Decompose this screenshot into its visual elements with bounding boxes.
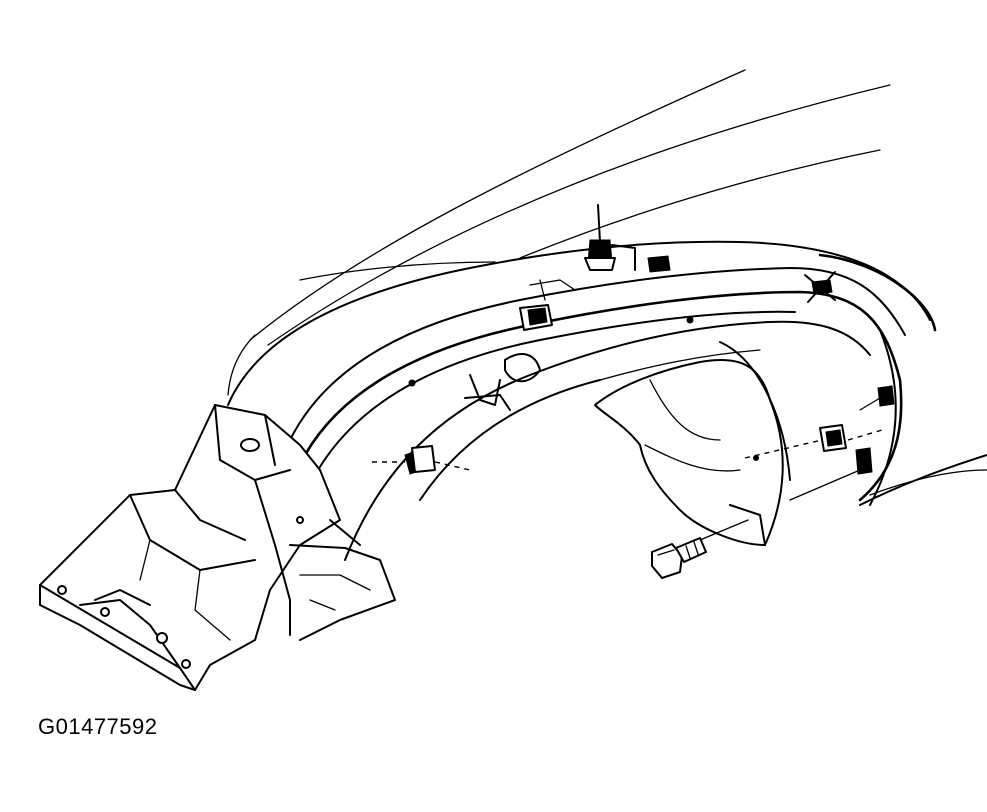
bolt xyxy=(651,537,707,579)
wheelhouse-arches xyxy=(227,240,987,561)
figure-id: G01477592 xyxy=(38,714,158,739)
splash-shield xyxy=(594,341,791,546)
retainer-clips xyxy=(404,204,895,475)
front-support-bracket xyxy=(39,334,396,691)
installation-leader-lines xyxy=(372,397,883,541)
fender-body-lines xyxy=(249,69,891,346)
